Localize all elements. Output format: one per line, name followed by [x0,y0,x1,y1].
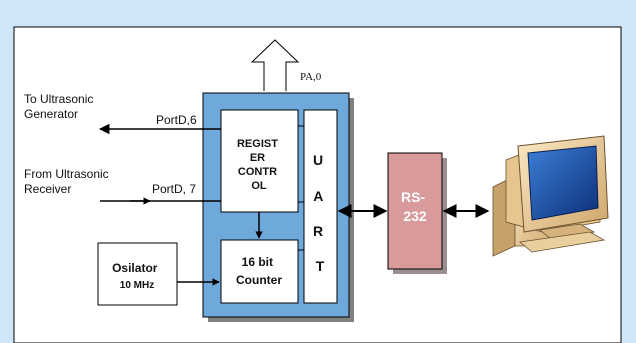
uart-label: U A R T [313,152,327,274]
oscillator-box [97,242,178,306]
portd7-label: PortD, 7 [152,182,196,196]
portd6-label: PortD,6 [156,113,197,127]
uart-box [303,109,338,304]
rs232-block [387,152,443,270]
to-generator-label: To Ultrasonic Generator [24,92,97,121]
desktop-computer-icon [492,135,609,257]
oscillator-label: Osilator 10 MHz [112,259,162,291]
register-control-label: REGIST ER CONTR OL [237,138,281,192]
counter-box [220,239,299,304]
pa0-label: PA,0 [300,71,322,83]
rs232-label: RS- 232 [401,189,429,224]
pa0-output-arrow [250,39,300,91]
from-receiver-label: From Ultrasonic Receiver [24,167,112,196]
counter-label: 16 bit Counter [236,255,282,287]
